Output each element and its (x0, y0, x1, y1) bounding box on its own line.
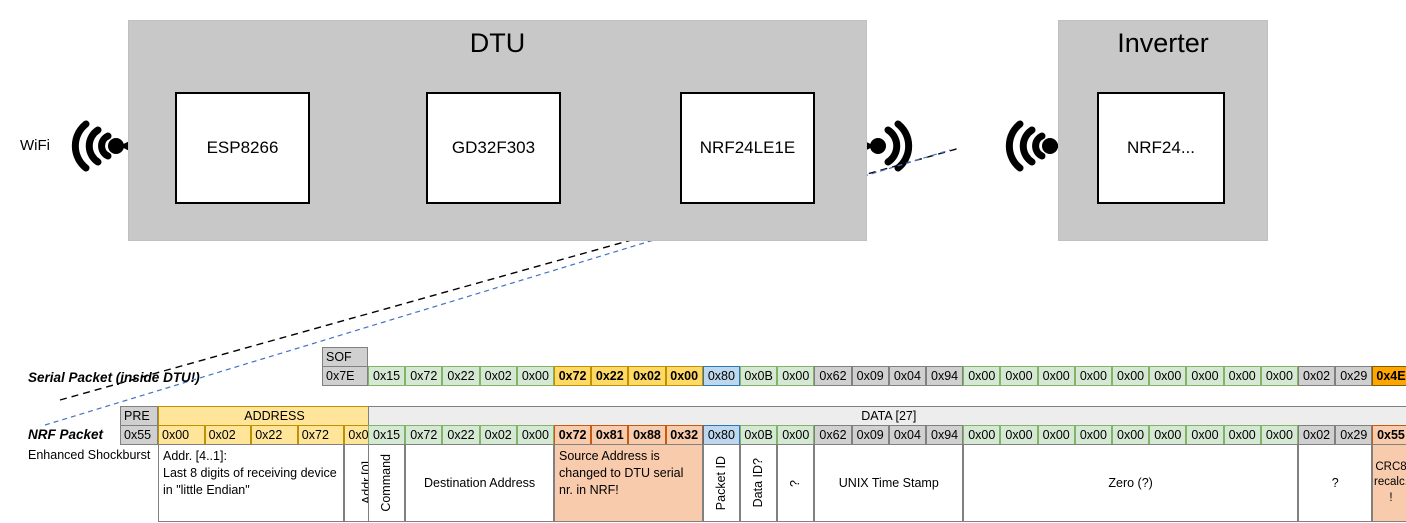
nrf-cell-2: 0x22 (442, 425, 480, 445)
wifi-antenna-icon (71, 120, 112, 172)
nrf-cell-4: 0x00 (516, 425, 554, 445)
nrf-packet-label: NRF Packet (28, 427, 104, 442)
nrf-cell-19: 0x00 (1074, 425, 1112, 445)
annotation-packet-id: Packet ID (702, 444, 740, 522)
annotation-destination: Destination Address (405, 444, 554, 522)
annotation-question1: ? (777, 444, 815, 522)
nrf-header-data: DATA [27] (368, 406, 1406, 426)
nrf-cell-9: 0x80 (702, 425, 740, 445)
annotation-crc8: CRC8 recalc. ! (1372, 444, 1406, 522)
nrf-cell-3: 0x02 (479, 425, 517, 445)
serial-cell-0: 0x15 (368, 366, 406, 386)
serial-cell-25: 0x02 (1298, 366, 1336, 386)
chip-nrf24le1e-label: NRF24LE1E (699, 138, 796, 157)
nrf-cell-11: 0x00 (777, 425, 815, 445)
nrf-cell-15: 0x94 (926, 425, 964, 445)
annotation-unix: UNIX Time Stamp (814, 444, 964, 522)
annotation-source: Source Address is changed to DTU serial … (554, 444, 703, 522)
chip-esp8266: ESP8266 (175, 92, 310, 204)
nrf-address-2: 0x22 (251, 425, 298, 445)
nrf-cell-23: 0x00 (1223, 425, 1261, 445)
nrf-cell-17: 0x00 (1000, 425, 1038, 445)
serial-cell-17: 0x00 (1000, 366, 1038, 386)
inverter-title: Inverter (1117, 28, 1209, 58)
enhanced-shockburst-label: Enhanced Shockburst (28, 448, 151, 462)
annotation-data-id: Data ID? (740, 444, 778, 522)
nrf-cell-8: 0x32 (665, 425, 703, 445)
serial-packet-label: Serial Packet (inside DTU!) (28, 370, 200, 385)
serial-cell-8: 0x00 (665, 366, 703, 386)
chip-gd32f303: GD32F303 (426, 92, 561, 204)
nrf-header-pre: PRE (120, 406, 158, 426)
nrf-cell-10: 0x0B (740, 425, 778, 445)
serial-cell-11: 0x00 (777, 366, 815, 386)
serial-cell-9: 0x80 (702, 366, 740, 386)
nrf-cell-21: 0x00 (1149, 425, 1187, 445)
chip-nrf24-inverter: NRF24... (1097, 92, 1225, 204)
serial-cell-5: 0x72 (554, 366, 592, 386)
dtu-radio-icon (884, 120, 913, 172)
serial-cell-26: 0x29 (1335, 366, 1373, 386)
serial-cell-6: 0x22 (591, 366, 629, 386)
serial-cell-21: 0x00 (1149, 366, 1187, 386)
nrf-cell-1: 0x72 (405, 425, 443, 445)
nrf-address-3: 0x72 (297, 425, 345, 445)
nrf-cell-12: 0x62 (814, 425, 852, 445)
nrf-pre-value: 0x55 (120, 425, 158, 445)
nrf-cell-24: 0x00 (1260, 425, 1298, 445)
serial-sof-value: 0x7E (322, 366, 368, 386)
chip-nrf24-inverter-label: NRF24... (1126, 138, 1196, 157)
nrf-cell-13: 0x09 (851, 425, 889, 445)
dtu-title: DTU (469, 28, 526, 58)
nrf-cell-6: 0x81 (591, 425, 629, 445)
serial-cell-13: 0x09 (851, 366, 889, 386)
inverter-radio-dot (1042, 138, 1058, 154)
serial-cell-19: 0x00 (1074, 366, 1112, 386)
serial-cell-22: 0x00 (1186, 366, 1224, 386)
serial-cell-16: 0x00 (963, 366, 1001, 386)
wifi-label: WiFi (20, 137, 50, 154)
annotation-command: Command (368, 444, 406, 522)
chip-gd32f303-label: GD32F303 (451, 138, 536, 157)
serial-cell-1: 0x72 (405, 366, 443, 386)
nrf-cell-18: 0x00 (1037, 425, 1075, 445)
nrf-cell-22: 0x00 (1186, 425, 1224, 445)
annotation-zero: Zero (?) (963, 444, 1298, 522)
nrf-cell-26: 0x29 (1335, 425, 1373, 445)
serial-cell-3: 0x02 (479, 366, 517, 386)
serial-cell-20: 0x00 (1112, 366, 1150, 386)
nrf-cell-14: 0x04 (888, 425, 926, 445)
nrf-cell-5: 0x72 (554, 425, 592, 445)
serial-cell-15: 0x94 (926, 366, 964, 386)
wifi-antenna-dot (108, 138, 124, 154)
nrf-cell-27: 0x55 (1372, 425, 1406, 445)
inverter-radio-icon (1005, 120, 1046, 172)
dtu-radio-dot (870, 138, 886, 154)
nrf-cell-0: 0x15 (368, 425, 406, 445)
serial-cell-7: 0x02 (628, 366, 666, 386)
serial-cell-18: 0x00 (1037, 366, 1075, 386)
serial-cell-10: 0x0B (740, 366, 778, 386)
nrf-cell-7: 0x88 (628, 425, 666, 445)
chip-nrf24le1e: NRF24LE1E (680, 92, 815, 204)
nrf-cell-16: 0x00 (963, 425, 1001, 445)
serial-cell-14: 0x04 (888, 366, 926, 386)
annotation-question2: ? (1298, 444, 1373, 522)
serial-cell-2: 0x22 (442, 366, 480, 386)
nrf-address-1: 0x02 (204, 425, 252, 445)
serial-cell-24: 0x00 (1260, 366, 1298, 386)
leader-line-nrf (44, 149, 951, 426)
serial-cell-23: 0x00 (1223, 366, 1261, 386)
nrf-cell-20: 0x00 (1112, 425, 1150, 445)
annotation-address: Addr. [4..1]:Last 8 digits of receiving … (158, 444, 345, 522)
serial-cell-27: 0x4E (1372, 366, 1406, 386)
serial-cell-4: 0x00 (516, 366, 554, 386)
nrf-cell-25: 0x02 (1298, 425, 1336, 445)
nrf-address-0: 0x00 (158, 425, 205, 445)
serial-sof-header: SOF (322, 347, 368, 367)
nrf-header-address: ADDRESS (158, 406, 391, 426)
serial-cell-12: 0x62 (814, 366, 852, 386)
chip-esp8266-label: ESP8266 (206, 138, 279, 157)
